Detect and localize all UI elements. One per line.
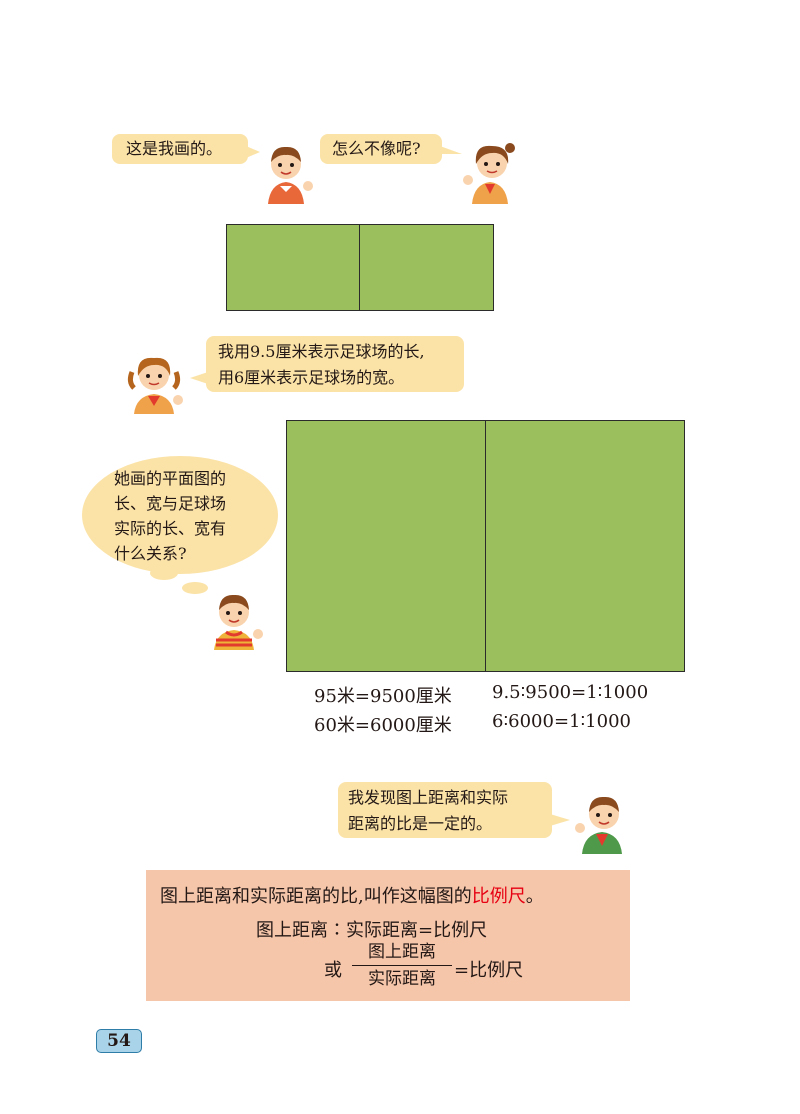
speech-text: 这是我画的。: [126, 139, 223, 158]
definition-box: 图上距离和实际距离的比,叫作这幅图的比例尺。 图上距离∶实际距离=比例尺 或 图…: [146, 870, 630, 1001]
thought-text-line-1: 她画的平面图的: [114, 469, 227, 488]
speech-bubble-girl-top: 怎么不像呢?: [320, 134, 442, 164]
small-field-drawing: [226, 224, 494, 311]
definition-text: 图上距离和实际距离的比,叫作这幅图的: [160, 886, 472, 907]
boy-illustration-icon: [214, 594, 263, 650]
girl-illustration-icon: [463, 143, 515, 204]
bubble-tail: [440, 145, 462, 163]
speech-bubble-boy-top: 这是我画的。: [112, 134, 248, 164]
fraction-bar: [352, 965, 452, 966]
fraction-equals: =比例尺: [454, 960, 524, 981]
fraction-formula: 图上距离 实际距离: [352, 940, 452, 991]
boy-illustration-icon: [575, 796, 622, 854]
thought-dot-small: [182, 582, 208, 594]
page-number-badge: 54: [96, 1029, 142, 1053]
speech-text-line-2: 距离的比是一定的。: [348, 814, 493, 833]
center-line: [485, 421, 486, 671]
center-line: [359, 225, 360, 310]
width-ratio: 6∶6000=1∶1000: [492, 711, 631, 732]
boy-illustration-icon: [268, 146, 313, 204]
speech-bubble-boy-bottom: 我发现图上距离和实际 距离的比是一定的。: [338, 782, 552, 838]
ratio-formula: 图上距离∶实际距离=比例尺: [256, 920, 488, 941]
thought-text-line-2: 长、宽与足球场: [114, 494, 227, 513]
girl-illustration-icon: [127, 357, 183, 414]
definition-sentence: 图上距离和实际距离的比,叫作这幅图的比例尺。: [160, 882, 544, 908]
fraction-numerator: 图上距离: [368, 942, 436, 962]
speech-text-line-2: 用6厘米表示足球场的宽。: [218, 368, 405, 387]
thought-text-line-4: 什么关系?: [114, 544, 187, 563]
thought-text-line-3: 实际的长、宽有: [114, 519, 227, 538]
fraction-denominator: 实际距离: [368, 969, 436, 989]
speech-bubble-girl-middle: 我用9.5厘米表示足球场的长, 用6厘米表示足球场的宽。: [206, 336, 464, 392]
thought-bubble: [82, 456, 278, 574]
scale-term: 比例尺: [471, 886, 526, 907]
speech-text-line-1: 我发现图上距离和实际: [348, 788, 509, 807]
width-conversion: 60米=6000厘米: [314, 715, 452, 736]
thought-dot-large: [150, 566, 178, 580]
large-field-drawing: [286, 420, 685, 672]
or-label: 或: [324, 960, 342, 981]
speech-text-line-1: 我用9.5厘米表示足球场的长,: [218, 342, 425, 361]
bubble-tail: [246, 146, 260, 158]
length-ratio: 9.5∶9500=1∶1000: [492, 682, 649, 703]
definition-period: 。: [525, 886, 544, 907]
length-conversion: 95米=9500厘米: [314, 686, 452, 707]
thought-text: 她画的平面图的 长、宽与足球场 实际的长、宽有 什么关系?: [114, 466, 226, 566]
bubble-tail: [550, 814, 570, 826]
bubble-tail: [190, 372, 208, 384]
speech-text: 怎么不像呢?: [332, 139, 421, 158]
